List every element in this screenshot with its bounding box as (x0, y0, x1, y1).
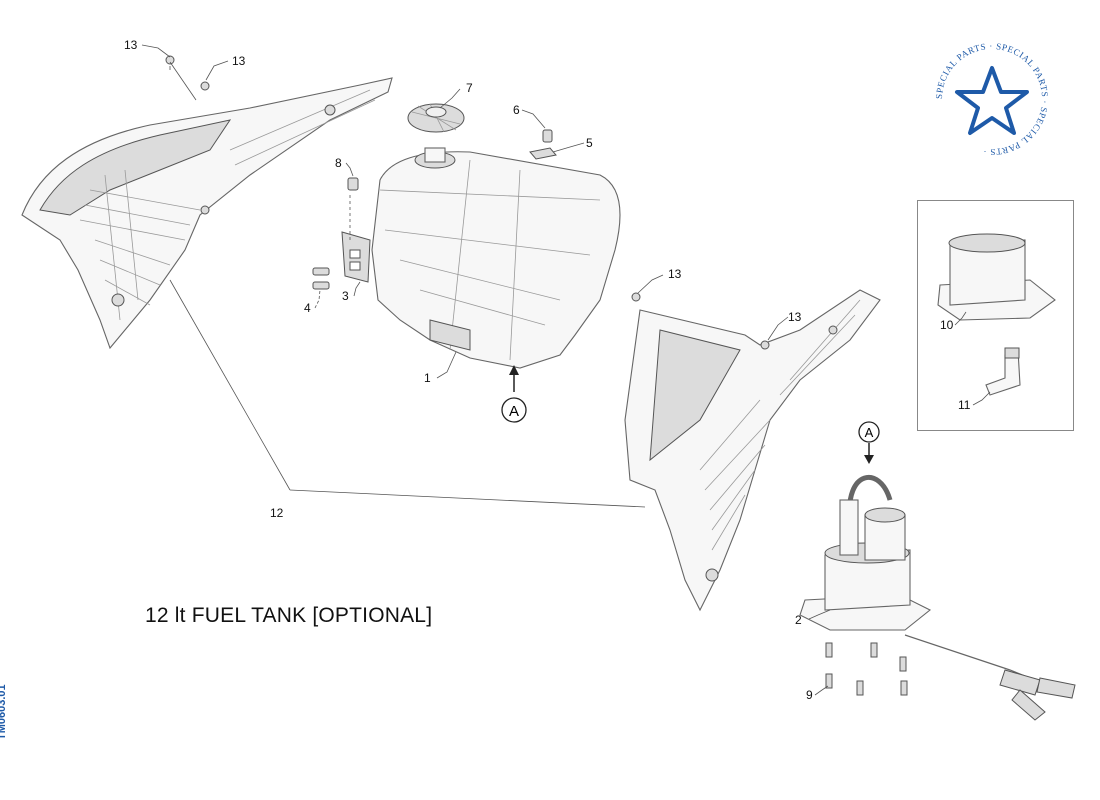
vent-screw (542, 129, 553, 143)
callout-13: 13 (788, 310, 802, 324)
right-side-panel (624, 289, 881, 612)
tank-screw (347, 177, 359, 191)
callout-10: 10 (940, 318, 954, 332)
star-icon (955, 66, 1029, 135)
special-parts-stamp: SPECIAL PARTS · SPECIAL PARTS · SPECIAL … (934, 41, 1050, 157)
fuel-tank (371, 147, 621, 369)
drawing-code: TM0603.01 (0, 684, 8, 740)
detail-inset-box (917, 200, 1074, 431)
mounting-bracket (341, 231, 371, 283)
callout-12: 12 (270, 506, 284, 520)
stamp-ring-text: SPECIAL PARTS · SPECIAL PARTS · SPECIAL … (934, 41, 1049, 157)
bracket-screws (312, 267, 330, 290)
leader-lines (141, 44, 991, 696)
callout-2: 2 (795, 613, 802, 627)
callout-11: 11 (958, 398, 971, 412)
view-marker-label: A (509, 403, 519, 420)
callout-9: 9 (806, 688, 813, 702)
pump-flange-seal (937, 233, 1056, 321)
pump-screws (825, 642, 908, 696)
panel-fasteners (165, 55, 770, 350)
view-marker-pump: A (858, 421, 880, 464)
callout-1: 1 (424, 371, 431, 385)
view-marker-label: A (865, 425, 874, 440)
view-marker-tank: A (501, 365, 527, 423)
callout-3: 3 (342, 289, 349, 303)
callout-6: 6 (513, 103, 520, 117)
left-side-panel (21, 77, 393, 350)
callout-13: 13 (232, 54, 246, 68)
callout-8: 8 (335, 156, 342, 170)
callout-13: 13 (124, 38, 138, 52)
fuel-pump (799, 474, 1076, 721)
svg-text:SPECIAL PARTS · SPECIAL PARTS: SPECIAL PARTS · SPECIAL PARTS · SPECIAL … (934, 41, 1050, 157)
callout-4: 4 (304, 301, 311, 315)
callout-13: 13 (668, 267, 682, 281)
callouts: 13 13 7 6 5 8 3 4 1 12 13 13 2 9 10 11 (124, 38, 971, 702)
diagram-caption: 12 lt FUEL TANK [OPTIONAL] (145, 604, 433, 627)
fuel-cap (407, 103, 465, 133)
vent-fitting (529, 147, 557, 160)
callout-5: 5 (586, 136, 593, 150)
callout-7: 7 (466, 81, 473, 95)
elbow-fitting (985, 347, 1021, 396)
